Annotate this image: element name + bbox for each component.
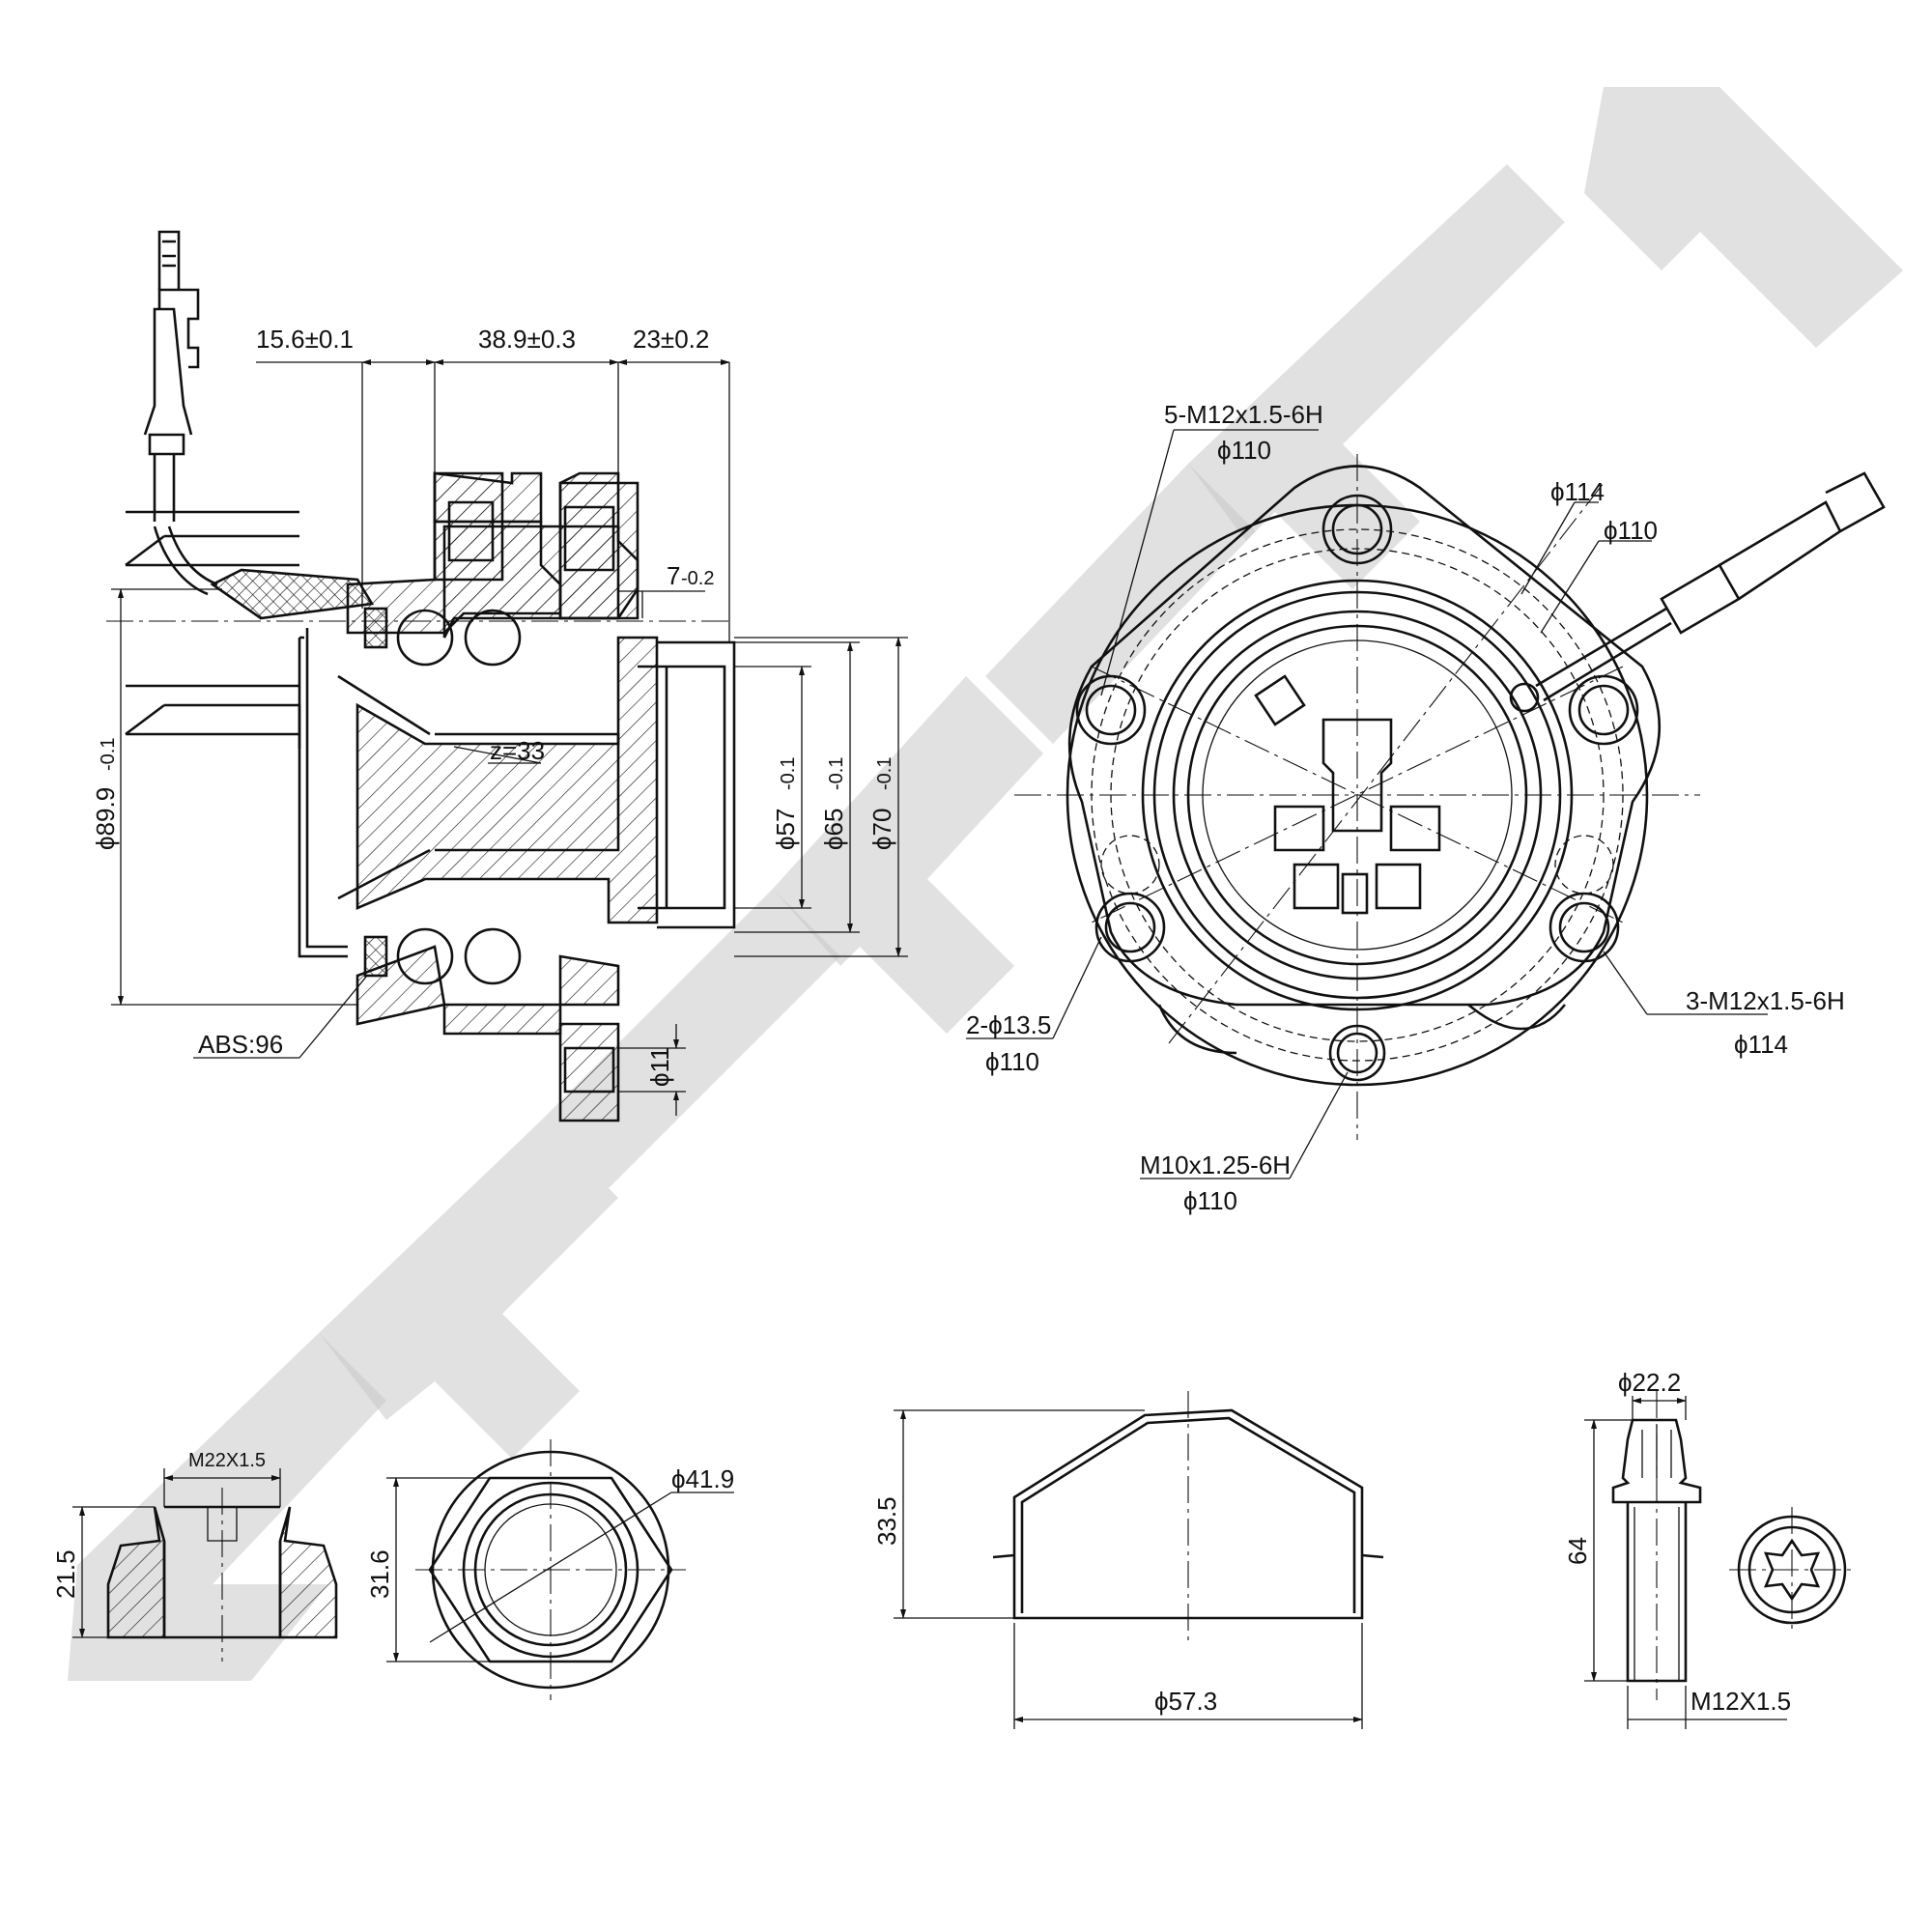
dim-15-6: 15.6±0.1 (256, 325, 354, 354)
pcd-110-label: ϕ110 (1604, 516, 1658, 545)
dim-d70-tol: -0.1 (874, 757, 895, 790)
cap-height-label: 33.5 (872, 1496, 901, 1546)
bolt-head-end-view (1729, 1507, 1855, 1633)
bolt-side-view: ϕ22.2 M12X1.5 64 (1563, 1368, 1791, 1729)
dim-d11: ϕ11 (645, 1046, 674, 1087)
thread-m10-label: M10x1.25-6H (1140, 1151, 1291, 1179)
pcd-114-label: ϕ114 (1550, 477, 1605, 506)
dim-d70: ϕ70 (867, 809, 896, 850)
hub-section-view: 15.6±0.1 38.9±0.3 23±0.2 7 -0.2 z=33 ABS… (91, 230, 908, 1122)
dim-d57: ϕ57 (771, 809, 800, 850)
thread-5-pcd: ϕ110 (1217, 436, 1271, 465)
nut-height-label: 21.5 (51, 1549, 80, 1599)
holes-2-pcd: ϕ110 (985, 1047, 1039, 1076)
cap-diameter-label: ϕ57.3 (1154, 1687, 1217, 1716)
dim-38-9: 38.9±0.3 (478, 325, 576, 354)
abs-ring-label: ABS:96 (198, 1030, 283, 1059)
dim-23: 23±0.2 (633, 325, 709, 354)
dim-7-tol: -0.2 (681, 568, 714, 589)
thread-3-pcd: ϕ114 (1734, 1030, 1788, 1059)
nut-side-view: M22X1.5 21.5 (51, 1450, 338, 1662)
flange-front-view: 5-M12x1.5-6H ϕ110 ϕ114 ϕ110 3-M12x1.5-6H… (966, 400, 1886, 1215)
thread-m10-pcd: ϕ110 (1183, 1186, 1237, 1215)
dim-7: 7 (667, 561, 680, 590)
dim-d57-tol: -0.1 (778, 757, 799, 790)
nut-diameter-label: ϕ41.9 (671, 1464, 734, 1493)
bolt-thread-label: M12X1.5 (1690, 1687, 1791, 1716)
dust-cap-view: ϕ57.3 33.5 (872, 1391, 1384, 1729)
holes-2-label: 2-ϕ13.5 (966, 1010, 1051, 1039)
dim-d89: ϕ89.9 (91, 787, 120, 850)
bolt-length-label: 64 (1563, 1537, 1592, 1565)
nut-thread-label: M22X1.5 (188, 1450, 266, 1471)
dim-d65: ϕ65 (819, 809, 848, 850)
dim-d65-tol: -0.1 (826, 757, 847, 790)
bolt-head-diameter-label: ϕ22.2 (1618, 1368, 1681, 1397)
thread-5-label: 5-M12x1.5-6H (1164, 400, 1323, 429)
nut-width-label: 31.6 (365, 1549, 394, 1599)
thread-3-label: 3-M12x1.5-6H (1686, 986, 1845, 1015)
dim-d89-tol: -0.1 (98, 738, 119, 771)
spline-teeth-label: z=33 (490, 736, 545, 765)
nut-front-view: ϕ41.9 31.6 (365, 1439, 734, 1700)
